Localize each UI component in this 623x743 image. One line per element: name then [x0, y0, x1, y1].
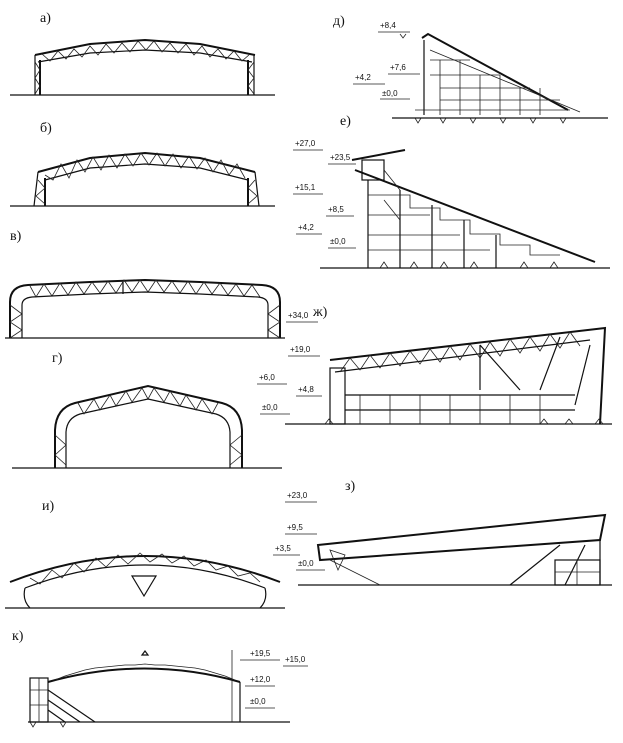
- elev-2: +9,5: [287, 523, 303, 532]
- elev-1: +23,0: [287, 491, 308, 500]
- dome-k: [28, 650, 290, 728]
- elev-5: +4,2: [298, 223, 314, 232]
- elev-3: +3,5: [275, 544, 291, 553]
- figure-b: б): [10, 121, 275, 207]
- arched-roof: [9, 552, 281, 609]
- elev-3: +6,0: [259, 373, 275, 382]
- elev-1: +8,4: [380, 21, 396, 30]
- label-i: и): [42, 499, 54, 514]
- portal-truss-frame: [9, 278, 281, 339]
- elev-3: +4,2: [355, 73, 371, 82]
- truss-roof: [37, 151, 256, 181]
- triangle-marker-icon: [130, 575, 158, 598]
- label-g: г): [52, 351, 63, 366]
- figure-v: в): [5, 229, 285, 339]
- elev-1: +27,0: [295, 139, 316, 148]
- figure-a: а): [10, 11, 275, 96]
- grandstand-d: [392, 32, 608, 124]
- label-b: б): [40, 121, 52, 136]
- elev-4: +4,8: [298, 385, 314, 394]
- columns: [34, 55, 255, 95]
- elev-3: +12,0: [250, 675, 271, 684]
- elev-6: ±0,0: [330, 237, 346, 246]
- canopy-z: [298, 513, 612, 586]
- elev-2: +7,6: [390, 63, 406, 72]
- elev-1: +34,0: [288, 311, 309, 320]
- label-d: д): [333, 14, 345, 29]
- elev-3: +15,1: [295, 183, 316, 192]
- figure-i: и): [5, 499, 285, 609]
- elev-5: ±0,0: [262, 403, 278, 412]
- figure-z: з) +23,0 +9,5 +3,5 ±0,0: [273, 479, 612, 586]
- figure-zh: ж) +34,0 +19,0 +6,0 +4,8 ±0,0: [257, 305, 612, 425]
- elev-4: ±0,0: [250, 697, 266, 706]
- gable-frame: [54, 384, 243, 468]
- elev-2: +23,5: [330, 153, 351, 162]
- grandstand-e: [320, 149, 610, 269]
- elev-1: +19,5: [250, 649, 271, 658]
- figure-k: к) +19,5 +15,0 +12,0 ±0,0: [12, 629, 308, 728]
- label-a: а): [40, 11, 51, 26]
- elev-4: +8,5: [328, 205, 344, 214]
- label-z: з): [345, 479, 356, 494]
- stadium-roof-zh: [285, 326, 612, 425]
- columns: [33, 171, 260, 207]
- elev-2: +19,0: [290, 345, 311, 354]
- elev-2: +15,0: [285, 655, 306, 664]
- figure-e: е) +27,0 +23,5 +15,1 +8,5 +4,2 ±0,0: [293, 114, 610, 269]
- elev-4: ±0,0: [382, 89, 398, 98]
- label-k: к): [12, 629, 24, 644]
- label-zh: ж): [312, 305, 328, 320]
- elev-4: ±0,0: [298, 559, 314, 568]
- label-e: е): [340, 114, 351, 129]
- truss-roof: [34, 38, 256, 63]
- figure-d: д) +8,4 +7,6 +4,2 ±0,0: [333, 14, 608, 124]
- label-v: в): [10, 229, 22, 244]
- figure-g: г): [12, 351, 282, 469]
